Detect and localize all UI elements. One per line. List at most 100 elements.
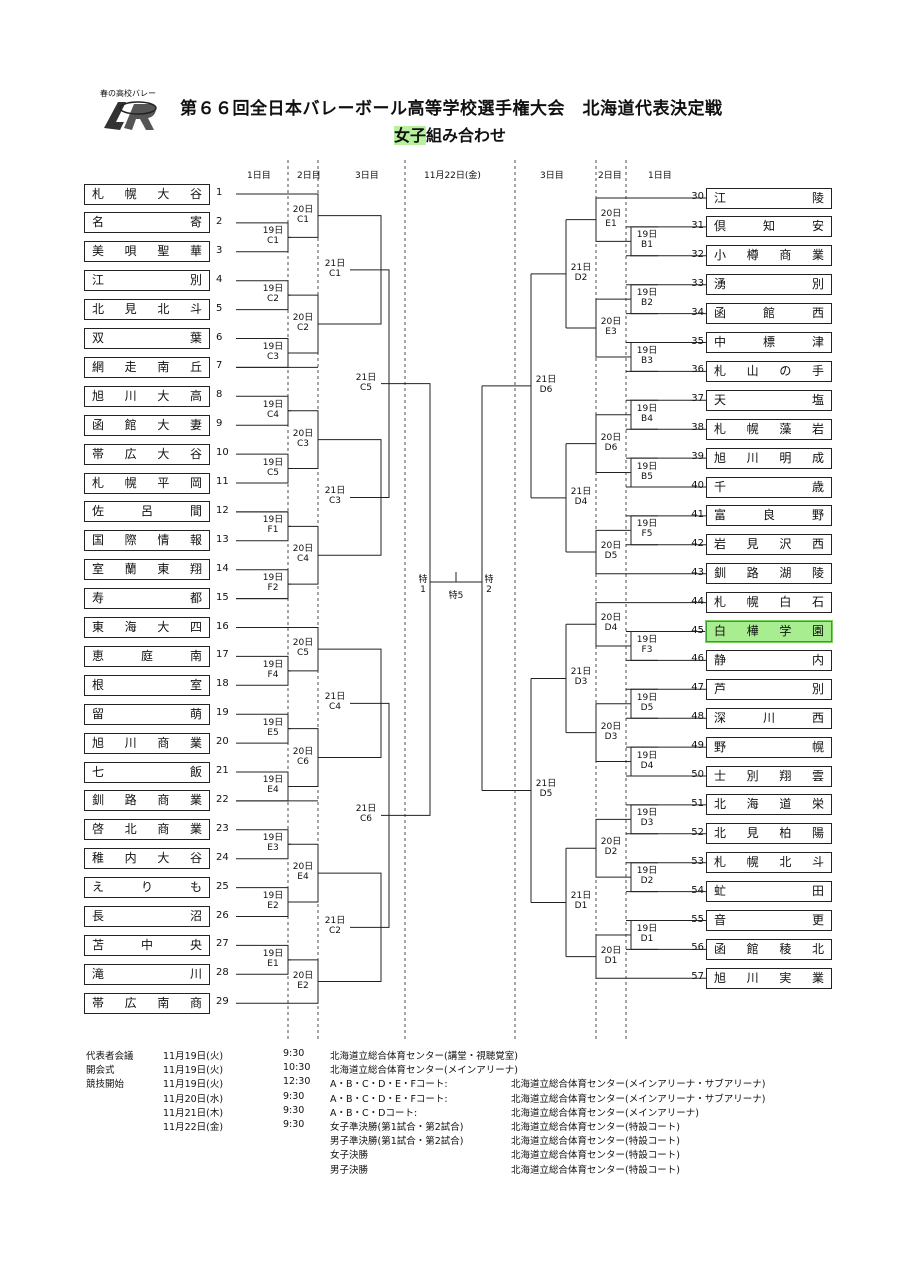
schedule-venue: 北海道立総合体育センター(メインアリーナ・サブアリーナ) bbox=[511, 1079, 766, 1091]
match-code: D2 bbox=[640, 876, 654, 887]
semi-left-connector bbox=[381, 383, 431, 816]
match-code: B4 bbox=[641, 413, 653, 424]
team-number: 3 bbox=[216, 244, 223, 256]
team-box: 江陵 bbox=[706, 187, 832, 209]
schedule-desc: 北海道立総合体育センター(講堂・視聴覚室) bbox=[330, 1051, 518, 1062]
match-date: 19日 bbox=[636, 923, 658, 934]
team-box: 北海道栄 bbox=[706, 794, 832, 816]
semi-label-right: 特 2 bbox=[484, 575, 494, 595]
r2-connector bbox=[288, 728, 350, 787]
match-date: 19日 bbox=[262, 341, 284, 352]
match-date: 19日 bbox=[636, 230, 658, 241]
schedule-label: 代表者会議 bbox=[86, 1051, 134, 1062]
team-box: 函館大妻 bbox=[84, 414, 210, 436]
schedule-date: 11月19日(火) bbox=[163, 1065, 224, 1077]
match-date: 20日 bbox=[292, 862, 314, 873]
team-box: 札幌藻岩 bbox=[706, 418, 832, 440]
team-name: 稚内大谷 bbox=[92, 851, 202, 866]
r2-connector bbox=[288, 525, 350, 585]
match-date: 21日 bbox=[324, 486, 346, 497]
team-box: 旭川明成 bbox=[706, 447, 832, 469]
team-name: 苫中央 bbox=[92, 937, 202, 952]
match-date: 19日 bbox=[636, 288, 658, 299]
r2-connector bbox=[288, 294, 350, 354]
team-name: 札幌白石 bbox=[714, 595, 824, 610]
team-name: 美唄聖華 bbox=[92, 244, 202, 259]
match-code: B3 bbox=[641, 355, 653, 366]
match-code: C4 bbox=[266, 409, 279, 420]
match-code: D1 bbox=[574, 901, 588, 912]
match-code: C2 bbox=[328, 926, 341, 937]
match-code: D4 bbox=[640, 760, 654, 771]
team-number: 12 bbox=[216, 504, 229, 516]
team-name: 函館稜北 bbox=[714, 941, 824, 956]
team-box: 美唄聖華 bbox=[84, 241, 210, 263]
team-box: 苫中央 bbox=[84, 934, 210, 956]
team-name: 留萌 bbox=[92, 706, 202, 721]
team-box: 芦別 bbox=[706, 678, 832, 700]
schedule-time: 9:30 bbox=[283, 1048, 305, 1059]
match-code: E3 bbox=[267, 843, 279, 854]
team-name: 札幌平岡 bbox=[92, 475, 202, 490]
team-number: 30 bbox=[691, 191, 704, 202]
r2-connector bbox=[288, 959, 350, 1004]
subtitle-highlight: 女子 bbox=[394, 126, 427, 145]
team-name: 静内 bbox=[714, 652, 824, 667]
match-date: 20日 bbox=[600, 541, 622, 552]
match-code: C6 bbox=[296, 756, 309, 767]
team-name: 帯広南商 bbox=[92, 995, 202, 1010]
team-box: 網走南丘 bbox=[84, 356, 210, 378]
team-number: 15 bbox=[216, 591, 229, 603]
match-date: 20日 bbox=[600, 317, 622, 328]
team-box: 名寄 bbox=[84, 212, 210, 234]
team-box: 根室 bbox=[84, 674, 210, 696]
match-date: 19日 bbox=[636, 403, 658, 414]
team-box: 双葉 bbox=[84, 328, 210, 349]
team-box: 音更 bbox=[706, 910, 832, 931]
team-box: 富良野 bbox=[706, 505, 832, 527]
team-box: 江別 bbox=[84, 270, 210, 292]
team-name: 網走南丘 bbox=[92, 359, 202, 374]
match-code: E4 bbox=[297, 872, 309, 883]
team-box: 七飯 bbox=[84, 761, 210, 783]
match-code: C3 bbox=[296, 438, 309, 449]
team-number: 43 bbox=[691, 566, 704, 578]
team-name: 旭川大高 bbox=[92, 388, 202, 403]
team-name: 北見柏陽 bbox=[714, 826, 824, 841]
team-name: 音更 bbox=[714, 913, 824, 927]
team-number: 56 bbox=[691, 942, 704, 954]
match-date: 19日 bbox=[262, 515, 284, 526]
team-number: 31 bbox=[691, 219, 704, 231]
team-number: 26 bbox=[216, 909, 229, 921]
match-code: D6 bbox=[604, 442, 618, 453]
team-box: 旭川大高 bbox=[84, 385, 210, 407]
match-code: D6 bbox=[539, 384, 553, 395]
schedule-venue: 北海道立総合体育センター(メインアリーナ・サブアリーナ) bbox=[511, 1093, 766, 1105]
schedule-label: 競技開始 bbox=[86, 1079, 125, 1091]
team-number: 35 bbox=[691, 335, 704, 347]
team-box: 帯広大谷 bbox=[84, 443, 210, 465]
schedule-label: 開会式 bbox=[86, 1065, 115, 1077]
team-name: 倶知安 bbox=[714, 219, 824, 234]
match-code: E5 bbox=[267, 727, 279, 738]
match-code: D1 bbox=[640, 933, 654, 944]
team-number: 48 bbox=[691, 711, 704, 723]
col-head-day2-right: 2日目 bbox=[598, 171, 622, 181]
match-code: D3 bbox=[640, 818, 654, 829]
team-box: 虻田 bbox=[706, 881, 832, 903]
team-number: 51 bbox=[691, 797, 704, 809]
team-box: 長沼 bbox=[84, 906, 210, 927]
